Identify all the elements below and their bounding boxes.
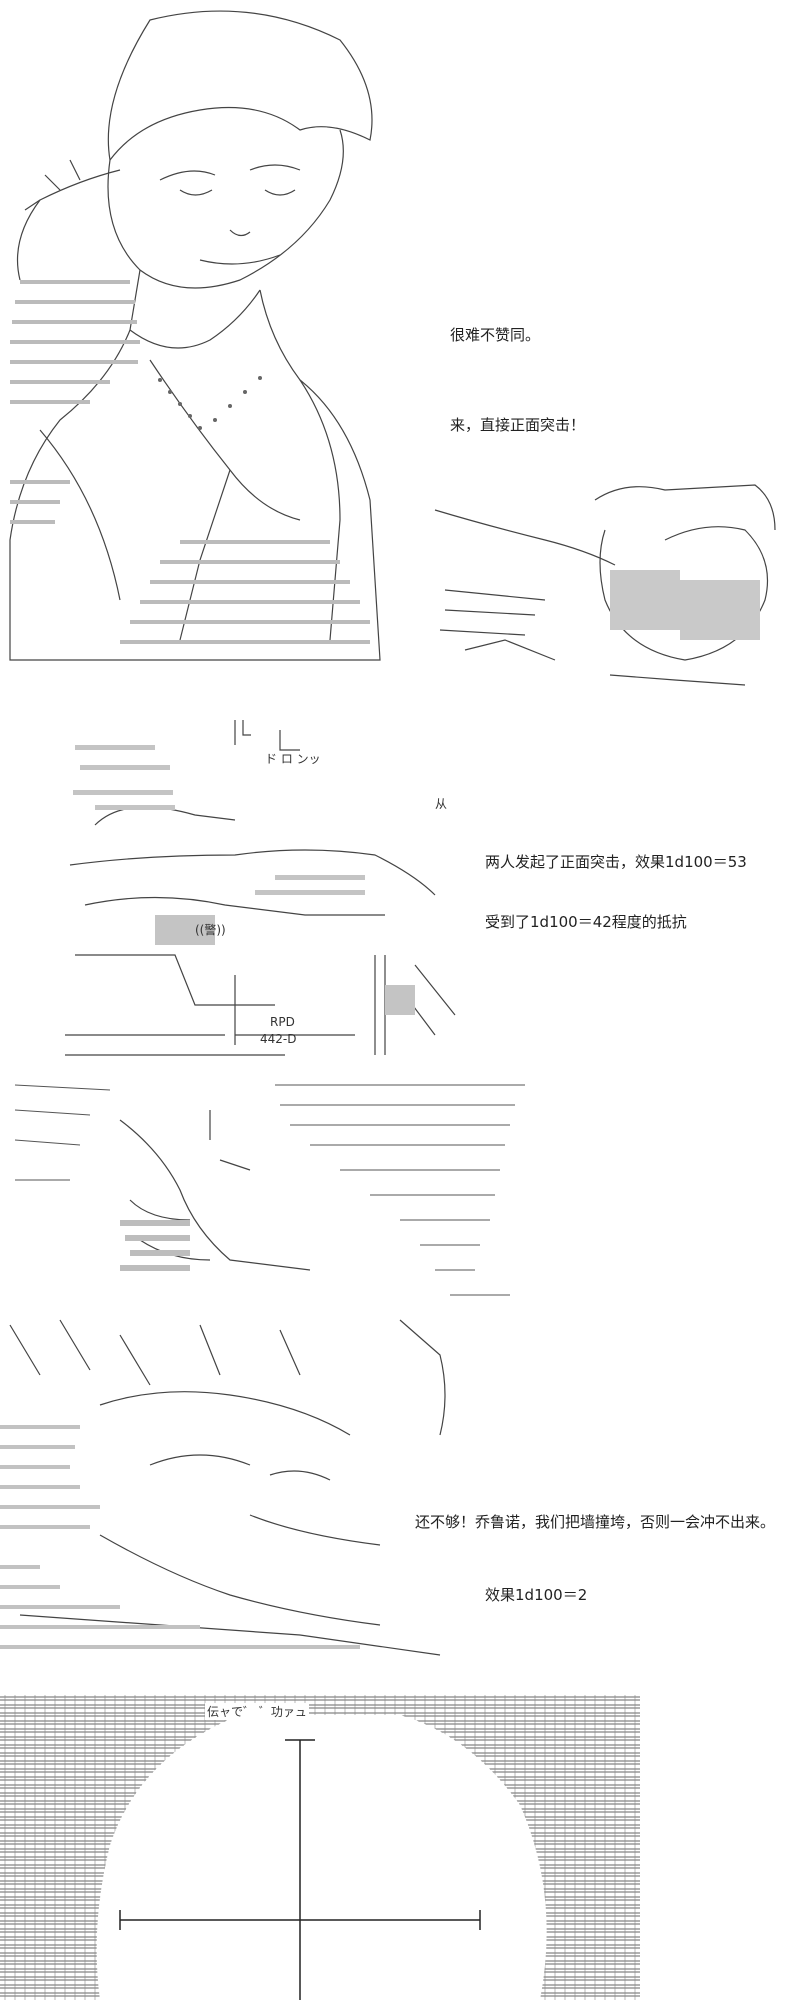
police-sign: ((警))	[195, 923, 226, 937]
caption-result-line2: 受到了1d100＝42程度的抵抗	[485, 913, 687, 931]
art-panel-police-car: ド ロ ンッ 从 ((警)) RPD 442-D	[55, 715, 475, 1070]
art-panel-charging-figures	[425, 470, 795, 700]
art-panel-closeup	[0, 1315, 470, 1675]
art-panel-impact	[10, 1080, 530, 1310]
caption-result-2: 效果1d100＝2	[485, 1586, 588, 1604]
sfx-text: ド ロ ンッ	[265, 752, 321, 766]
art-panel-wall: 伝ャで゛ ゛功ァュ	[0, 1695, 640, 2000]
label-rpd: RPD	[270, 1015, 295, 1029]
caption-agree: 很难不赞同。	[450, 326, 541, 344]
caption-charge: 来，直接正面突击！	[450, 416, 586, 434]
caption-result-53: 两人发起了正面突击，效果1d100＝53 受到了1d100＝42程度的抵抗	[485, 812, 747, 952]
caption-not-enough: 还不够！乔鲁诺，我们把墙撞垮，否则一会冲不出来。	[415, 1513, 776, 1531]
sfx-crowd: 从	[435, 797, 448, 811]
label-unit: 442-D	[260, 1032, 297, 1046]
caption-result-line1: 两人发起了正面突击，效果1d100＝53	[485, 853, 747, 871]
wall-sign: 伝ャで゛ ゛功ァュ	[205, 1703, 309, 1720]
art-panel-character-portrait	[0, 0, 390, 680]
